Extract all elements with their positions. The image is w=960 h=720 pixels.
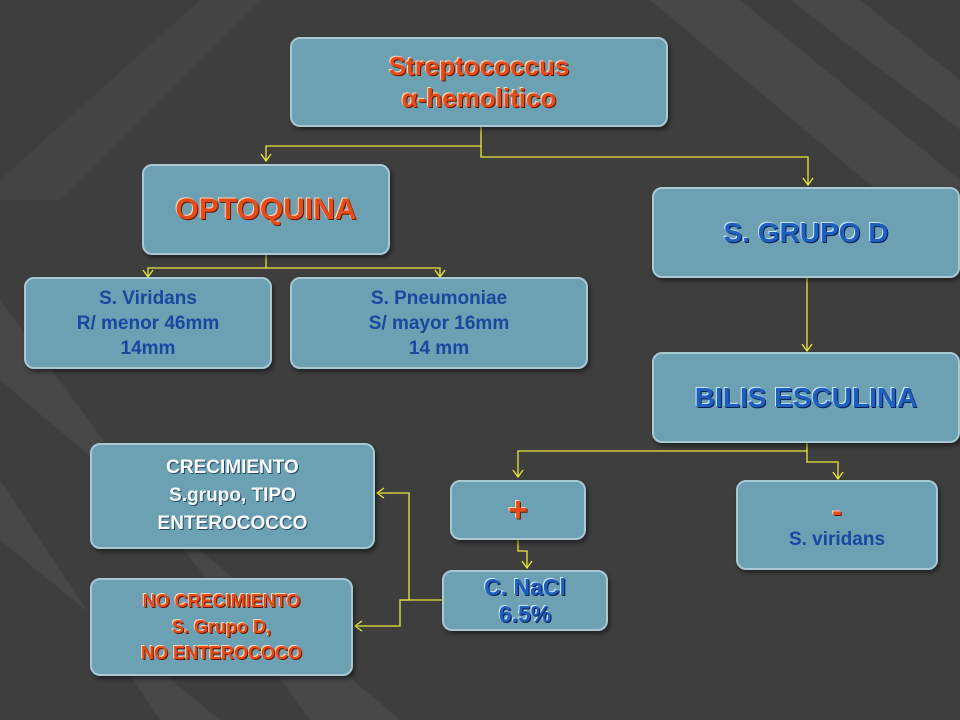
node-positive-label: + — [508, 490, 528, 529]
node-no-crecimiento-line3: NO ENTEROCOCO — [140, 643, 302, 663]
node-crecimiento: CRECIMIENTO S.grupo, TIPO ENTEROCOCCO — [90, 443, 375, 549]
node-crecimiento-line3: ENTEROCOCCO — [157, 513, 308, 534]
node-nacl: C. NaCl 6.5% — [442, 570, 608, 631]
node-grupo-d-label: S. GRUPO D — [723, 216, 889, 248]
node-streptococcus-line1: Streptococcus — [388, 51, 570, 81]
connector-optoquina-viridans — [147, 255, 267, 276]
node-grupo-d: S. GRUPO D — [652, 187, 960, 278]
node-crecimiento-line2: S.grupo, TIPO — [169, 485, 296, 506]
node-negative: - S. viridans — [736, 480, 938, 570]
connector-nacl-no-crecimiento — [355, 599, 442, 627]
node-viridans-line1: S. Viridans — [99, 287, 197, 309]
connector-nacl-crecimiento — [377, 492, 410, 601]
node-viridans-line3: 14mm — [120, 337, 176, 359]
node-nacl-line2: 6.5% — [498, 600, 552, 627]
node-nacl-line1: C. NaCl — [484, 573, 566, 600]
node-bilis-esculina: BILIS ESCULINA — [652, 352, 960, 443]
node-bilis-esculina-label: BILIS ESCULINA — [694, 381, 918, 413]
node-pneumoniae-line3: 14 mm — [408, 337, 470, 359]
node-viridans-line2: R/ menor 46mm — [76, 312, 220, 334]
connector-root-grupo-d — [480, 146, 809, 184]
node-no-crecimiento-line2: S. Grupo D, — [172, 617, 271, 637]
node-crecimiento-line1: CRECIMIENTO — [166, 457, 299, 478]
node-positive: + — [450, 480, 586, 540]
connector-positive-nacl — [517, 540, 528, 567]
connector-bilis-positive — [517, 443, 808, 476]
node-streptococcus: Streptococcus α-hemolitico — [290, 37, 668, 127]
node-pneumoniae-line1: S. Pneumoniae — [370, 287, 508, 309]
node-pneumoniae: S. Pneumoniae S/ mayor 16mm 14 mm — [290, 277, 588, 369]
node-streptococcus-line2: α-hemolitico — [401, 83, 557, 113]
node-viridans: S. Viridans R/ menor 46mm 14mm — [24, 277, 272, 369]
connector-bilis-negative — [806, 451, 839, 478]
node-negative-line2: S. viridans — [788, 529, 886, 550]
node-optoquina-label: OPTOQUINA — [175, 192, 357, 226]
node-pneumoniae-line2: S/ mayor 16mm — [368, 312, 510, 334]
connector-optoquina-pneumoniae — [266, 267, 441, 276]
node-negative-line1: - — [832, 495, 842, 528]
node-no-crecimiento: NO CRECIMIENTO S. Grupo D, NO ENTEROCOCO — [90, 578, 353, 676]
node-no-crecimiento-line1: NO CRECIMIENTO — [142, 591, 301, 611]
node-optoquina: OPTOQUINA — [142, 164, 390, 255]
connector-root-optoquina — [265, 127, 482, 160]
